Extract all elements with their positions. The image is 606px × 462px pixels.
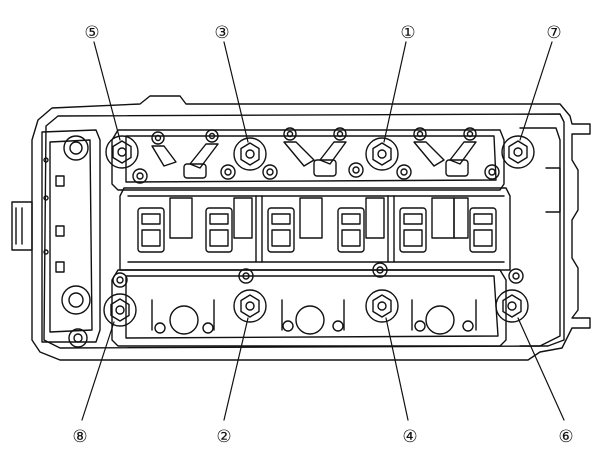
lower-gallery [111,269,507,347]
left-end-boss-hole [69,141,83,155]
left-end-slot [55,261,65,273]
head-bolt-7 [501,135,535,169]
callout-8: ⑧ [72,427,87,447]
upper-gallery [111,129,505,191]
right-end-notch [545,167,561,213]
left-end-plate [41,129,101,343]
lower-small-bolts [112,262,524,288]
upper-small-bolts [132,162,500,184]
upper-gallery-inner [125,135,497,183]
left-end-boss [61,285,91,315]
head-bolt-8 [103,293,137,327]
head-bolt-1 [365,137,399,171]
head-bolt-2 [233,289,267,323]
left-end-slot [55,175,65,187]
rocker-arms [151,127,477,179]
callout-7: ⑦ [546,23,561,43]
left-end-dot [43,157,49,163]
callout-5: ⑤ [84,23,99,43]
left-end-bolt-center [73,333,83,343]
head-bolt-4 [365,289,399,323]
right-end-plate [519,127,561,347]
head-outline [31,95,591,361]
left-end-boss-hole [68,292,84,308]
left-end-plate-inner [49,139,93,333]
callout-3: ③ [214,23,229,43]
callout-labels: ⑤ ③ ① ⑦ ⑧ ② ④ ⑥ [72,23,573,447]
callout-4: ④ [402,427,417,447]
callout-1: ① [400,23,415,43]
left-end-bolt [68,328,88,348]
lower-cam-journals [151,299,477,335]
left-end-slot [55,225,65,237]
head-bolt-6 [495,289,529,323]
valve-bay [119,187,511,271]
left-stub [11,201,33,251]
valve-springs [137,197,497,253]
left-end-dot [43,195,49,201]
lower-gallery-inner [125,275,499,339]
head-bolt-3 [233,137,267,171]
leader-lines [81,41,565,421]
callout-6: ⑥ [558,427,573,447]
left-end-boss [63,135,89,161]
callout-2: ② [216,427,231,447]
head-bolt-5 [105,135,139,169]
left-end-dot [43,249,49,255]
